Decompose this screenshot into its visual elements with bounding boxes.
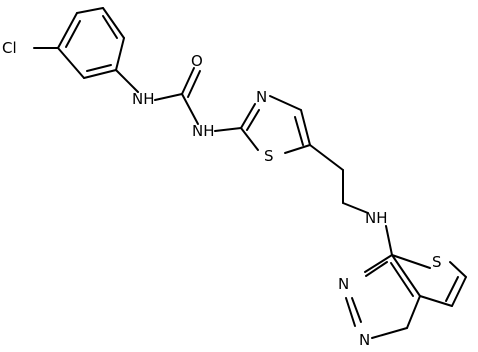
bond-carbonyl-o bbox=[181, 67, 195, 95]
bond bbox=[269, 95, 302, 111]
bond bbox=[115, 37, 125, 71]
bond-fusion bbox=[391, 254, 421, 297]
bond bbox=[419, 295, 453, 307]
thiazole-ring bbox=[240, 95, 311, 154]
bond-double-inner bbox=[246, 109, 260, 131]
bond bbox=[102, 7, 125, 39]
bond bbox=[240, 103, 256, 129]
bond-ring-nh bbox=[115, 69, 139, 93]
bond bbox=[240, 127, 259, 151]
atom-nh-urea: NH bbox=[132, 90, 155, 108]
bond-nh-carbonyl bbox=[154, 93, 183, 101]
bond-double-inner bbox=[365, 261, 388, 277]
bond bbox=[300, 109, 311, 146]
bond-ethyl-nh bbox=[342, 202, 369, 214]
thiophene-ring bbox=[391, 254, 467, 307]
bond bbox=[284, 144, 311, 154]
pyrimidine-ring bbox=[345, 254, 421, 339]
bond bbox=[83, 69, 117, 79]
bond bbox=[391, 254, 431, 269]
atom-n-pyrimidine: N bbox=[359, 331, 370, 349]
bond-double-inner bbox=[390, 262, 414, 297]
bond bbox=[406, 295, 421, 329]
atom-cl: Cl bbox=[2, 39, 17, 57]
atom-nh-urea: NH bbox=[192, 122, 215, 140]
bond-double-inner bbox=[445, 276, 459, 302]
bond-double-inner bbox=[65, 20, 81, 48]
bond-double-inner bbox=[351, 297, 362, 323]
bond bbox=[57, 12, 78, 49]
bond-double-inner bbox=[86, 64, 112, 72]
bond-nh-thiazole bbox=[214, 127, 242, 132]
atom-o: O bbox=[191, 52, 203, 70]
atom-n-thiazole: N bbox=[256, 88, 267, 106]
chlorophenyl-ring bbox=[57, 7, 125, 79]
bond-ethyl-1 bbox=[309, 144, 344, 171]
atom-nh-amine: NH bbox=[365, 209, 388, 227]
bond bbox=[345, 297, 356, 327]
bond-nh-pyrimidine bbox=[385, 225, 393, 256]
bond bbox=[371, 327, 408, 339]
bond bbox=[449, 261, 467, 278]
bond bbox=[57, 47, 85, 79]
atom-s-thiazole: S bbox=[264, 147, 274, 165]
bond bbox=[364, 254, 393, 273]
bond bbox=[76, 7, 104, 14]
bond-double-inner bbox=[294, 116, 304, 146]
bond-carbonyl-nh bbox=[181, 93, 199, 125]
bond bbox=[451, 276, 467, 307]
atom-s-thiophene: S bbox=[432, 253, 442, 271]
bond-carbonyl-o-double bbox=[187, 70, 201, 98]
atom-n-pyrimidine: N bbox=[338, 275, 349, 293]
bond-double-inner bbox=[102, 15, 118, 39]
